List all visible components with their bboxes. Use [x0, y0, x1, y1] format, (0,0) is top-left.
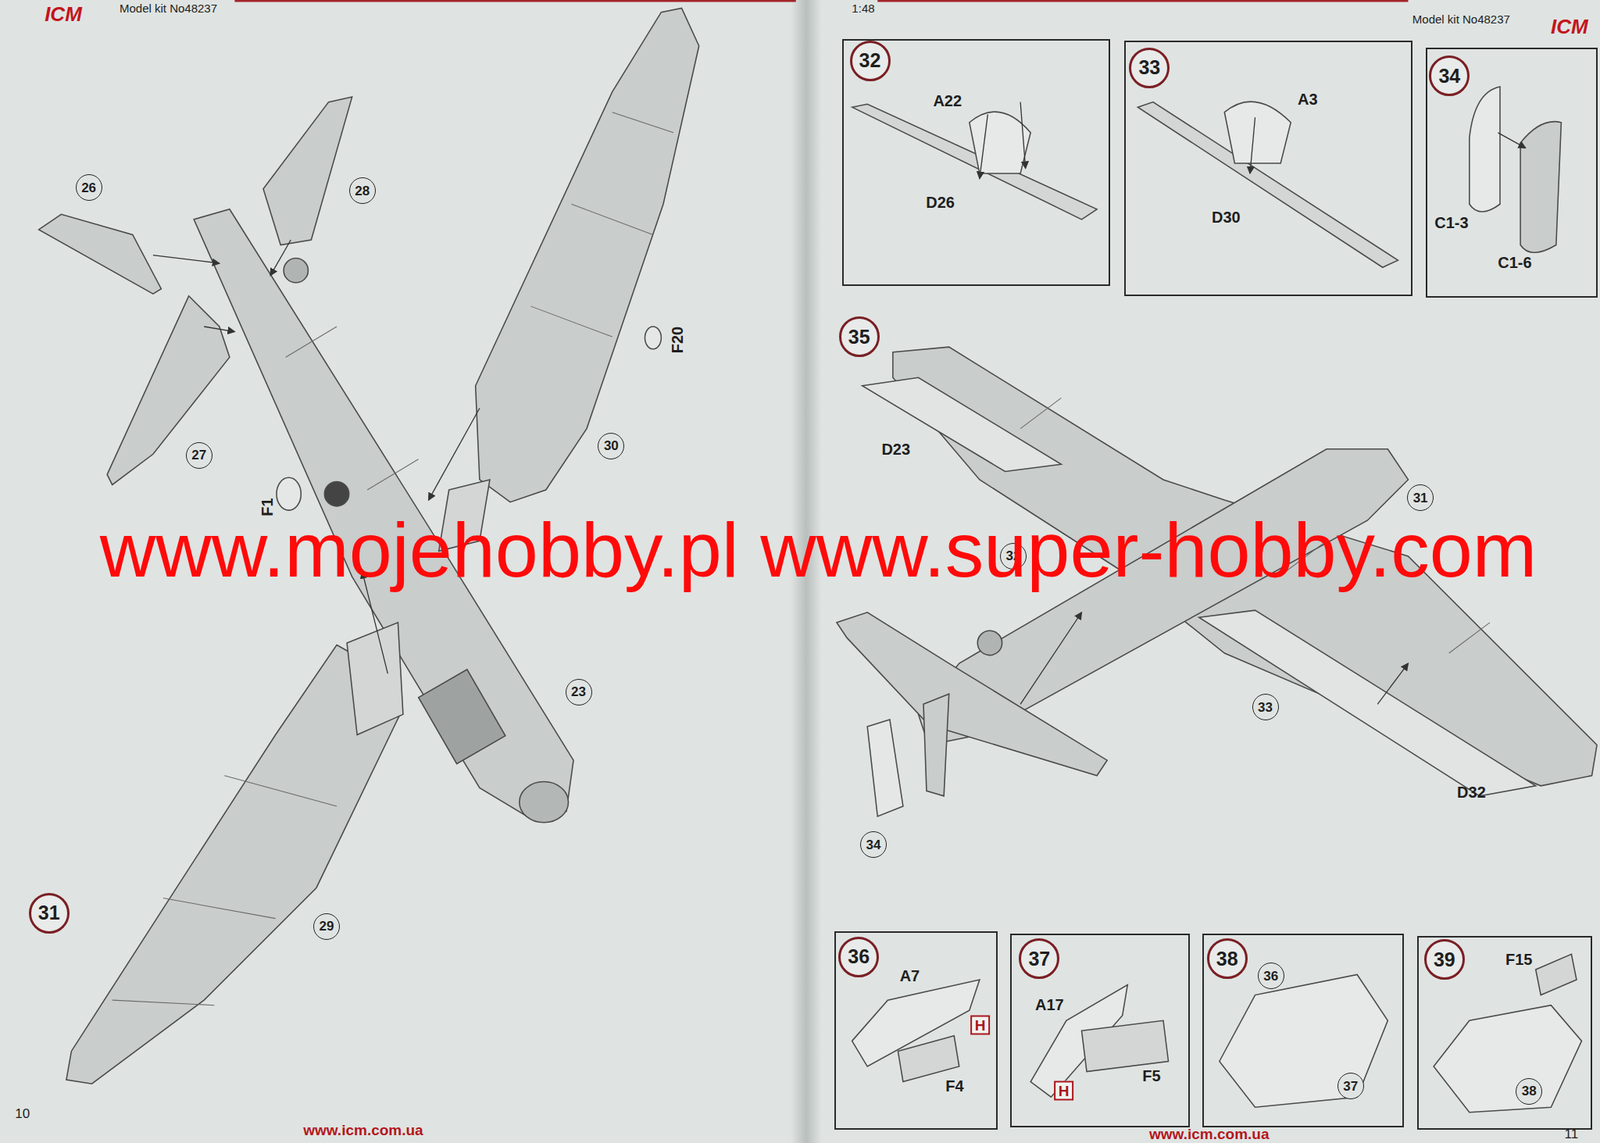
step-number: 33	[1128, 47, 1170, 89]
step-box: 37A17H F5	[1010, 933, 1190, 1128]
step-box: 39 F15 38	[1417, 935, 1592, 1130]
part-label: A7	[898, 967, 922, 985]
step-number: 31	[28, 892, 70, 934]
header-text: 1:48	[851, 1, 875, 14]
highlight-box: H	[970, 1015, 991, 1036]
step-number: 32	[850, 40, 891, 82]
part-label: D32	[1455, 783, 1488, 801]
part-label: A22	[931, 92, 964, 110]
step-number: 36	[838, 936, 879, 978]
part-label: F15	[1503, 950, 1534, 968]
header-text: Model kit No48237	[119, 1, 218, 14]
callout-number: 31	[1407, 484, 1434, 511]
website-url: www.icm.com.ua	[1149, 1126, 1269, 1142]
step-box: 32A22D26	[842, 39, 1111, 286]
website-url: www.icm.com.ua	[303, 1121, 423, 1137]
part-label: D30	[1210, 208, 1243, 226]
part-label: C1-6	[1496, 253, 1533, 272]
callout-number: 38	[1515, 1078, 1543, 1105]
callout-number: 33	[1252, 693, 1279, 721]
step-number: 37	[1018, 938, 1060, 979]
step-number: 39	[1424, 939, 1465, 980]
part-label: F4	[943, 1077, 965, 1095]
step-box: 34C1-3C1-6	[1425, 47, 1599, 298]
step-number: 34	[1428, 55, 1470, 97]
part-label: D23	[879, 440, 912, 458]
callout-number: 28	[349, 177, 376, 204]
callout-number: 26	[75, 174, 103, 201]
callout-number: 29	[313, 913, 340, 940]
callout-number: 36	[1257, 962, 1285, 990]
callout-number: 27	[185, 442, 213, 469]
part-label: C1-3	[1432, 214, 1470, 232]
part-label: A17	[1033, 996, 1066, 1014]
step-box: 36A7H F4	[834, 931, 998, 1129]
part-label: D26	[924, 193, 957, 211]
part-label: F20	[668, 325, 686, 355]
step-number: 35	[839, 316, 880, 358]
part-label: A3	[1296, 90, 1320, 108]
step-number: 38	[1207, 938, 1248, 979]
page-number: 10	[14, 1106, 30, 1120]
header-text: Model kit No48237	[1412, 12, 1511, 25]
highlight-box: H	[1053, 1080, 1075, 1100]
page-number: 11	[1564, 1127, 1579, 1141]
callout-number: 30	[597, 432, 625, 460]
callout-number: 23	[565, 678, 593, 706]
step-box: 38 36 37	[1202, 933, 1405, 1128]
watermark: www.mojehobby.pl www.super-hobby.com	[100, 510, 1538, 588]
brand-logo: ICM	[44, 3, 83, 25]
callout-number: 37	[1337, 1072, 1365, 1100]
step-box: 33A3D30	[1124, 40, 1412, 297]
brand-logo: ICM	[1550, 16, 1589, 37]
callout-number: 34	[860, 831, 887, 858]
part-label: F5	[1140, 1067, 1162, 1085]
